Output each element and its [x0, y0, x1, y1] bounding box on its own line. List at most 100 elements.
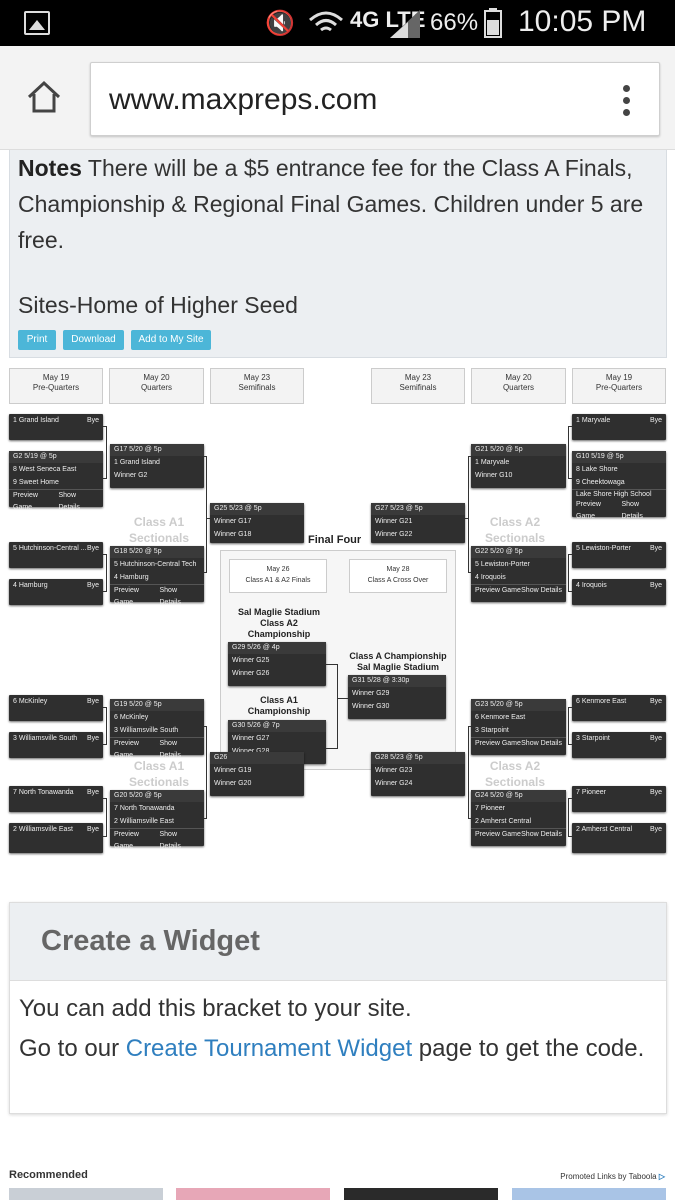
- widget-text: page to get the code.: [412, 1035, 645, 1062]
- battery-icon: [484, 8, 502, 38]
- notes-body: There will be a $5 entrance fee for the …: [18, 155, 644, 253]
- battery-percent: 66%: [430, 9, 479, 36]
- print-button[interactable]: Print: [18, 330, 56, 350]
- bye-slot[interactable]: 5 Hutchinson-Central ...Bye: [9, 542, 103, 568]
- wifi-icon: [309, 11, 343, 32]
- signal-icon: [390, 10, 420, 38]
- preview-game-link[interactable]: Preview Game: [114, 831, 139, 850]
- preview-game-link[interactable]: Preview Game: [13, 492, 38, 511]
- a1-championship-label: Class A1 Championship: [247, 695, 311, 716]
- preview-game-link[interactable]: Preview Game: [475, 587, 521, 594]
- show-details-link[interactable]: Show Details: [521, 587, 562, 594]
- preview-game-link[interactable]: Preview Game: [475, 740, 521, 747]
- recommended-thumbnail[interactable]: [176, 1188, 330, 1200]
- final-four-title: Final Four: [308, 534, 362, 546]
- preview-game-link[interactable]: Preview Game: [576, 501, 601, 520]
- game-card[interactable]: G31 5/28 @ 3:30p Winner G29 Winner G30: [348, 675, 446, 719]
- class-a-championship-label: Class A Championship Sal Maglie Stadium: [349, 651, 447, 672]
- section-label: Class A2 Sectionals: [484, 515, 546, 545]
- section-label: Class A2 Sectionals: [484, 759, 546, 789]
- widget-title: Create a Widget: [41, 925, 260, 957]
- section-label: Class A1 Sectionals: [128, 515, 190, 545]
- section-label: Class A1 Sectionals: [128, 759, 190, 789]
- mute-icon: 🔇: [265, 10, 295, 37]
- notes-panel: Notes There will be a $5 entrance fee fo…: [9, 150, 667, 358]
- notes-text: Notes There will be a $5 entrance fee fo…: [18, 150, 663, 258]
- gallery-icon: [24, 11, 50, 35]
- game-card[interactable]: G21 5/20 @ 5p 1 Maryvale Winner G10: [471, 444, 566, 488]
- recommended-thumbnail[interactable]: [512, 1188, 666, 1200]
- game-card[interactable]: G25 5/23 @ 5p Winner G17 Winner G18: [210, 503, 304, 543]
- game-card[interactable]: G23 5/20 @ 5p 6 Kenmore East 3 Starpoint…: [471, 699, 566, 755]
- sites-text: Sites-Home of Higher Seed: [18, 292, 298, 318]
- show-details-link[interactable]: Show Details: [621, 501, 643, 520]
- clock: 10:05 PM: [518, 5, 647, 38]
- widget-body: You can add this bracket to your site. G…: [19, 989, 659, 1069]
- show-details-link[interactable]: Show Details: [521, 740, 562, 747]
- status-bar: 🔇 4G LTE 66% 10:05 PM: [0, 0, 675, 46]
- game-card[interactable]: G2 5/19 @ 5p 8 West Seneca East 9 Sweet …: [9, 451, 103, 511]
- url-text: www.maxpreps.com: [109, 83, 378, 116]
- widget-header: [10, 903, 666, 981]
- widget-text: Go to our: [19, 1035, 126, 1062]
- game-card[interactable]: G20 5/20 @ 5p 7 North Tonawanda 2 Willia…: [110, 790, 204, 850]
- game-card[interactable]: G26 Winner G19 Winner G20: [210, 752, 304, 796]
- recommended-thumbnail[interactable]: [9, 1188, 163, 1200]
- notes-label: Notes: [18, 155, 82, 181]
- recommended-thumbnail[interactable]: [344, 1188, 498, 1200]
- preview-game-link[interactable]: Preview Game: [475, 831, 521, 838]
- download-button[interactable]: Download: [63, 330, 124, 350]
- show-details-link[interactable]: Show Details: [159, 587, 181, 606]
- overflow-menu-icon[interactable]: [623, 85, 631, 119]
- address-bar[interactable]: www.maxpreps.com: [90, 62, 660, 136]
- taboola-credit[interactable]: Promoted Links by Taboola ▷: [560, 1172, 665, 1181]
- game-card[interactable]: G17 5/20 @ 5p 1 Grand Island Winner G2: [110, 444, 204, 488]
- game-card[interactable]: G22 5/20 @ 5p 5 Lewiston-Porter 4 Iroquo…: [471, 546, 566, 602]
- add-to-my-site-button[interactable]: Add to My Site: [131, 330, 211, 350]
- preview-game-link[interactable]: Preview Game: [114, 587, 139, 606]
- create-tournament-widget-link[interactable]: Create Tournament Widget: [125, 1035, 413, 1062]
- show-details-link[interactable]: Show Details: [159, 740, 181, 759]
- browser-toolbar: www.maxpreps.com: [0, 46, 675, 150]
- game-card[interactable]: G29 5/26 @ 4p Winner G25 Winner G26: [228, 642, 326, 686]
- widget-line: You can add this bracket to your site.: [19, 995, 412, 1022]
- preview-game-link[interactable]: Preview Game: [114, 740, 139, 759]
- game-card[interactable]: G24 5/20 @ 5p 7 Pioneer 2 Amherst Centra…: [471, 790, 566, 846]
- show-details-link[interactable]: Show Details: [58, 492, 80, 511]
- a2-championship-label: Sal Maglie Stadium Class A2 Championship: [237, 607, 321, 639]
- recommended-heading: Recommended: [9, 1169, 88, 1181]
- game-card[interactable]: G18 5/20 @ 5p 5 Hutchinson-Central Tech …: [110, 546, 204, 606]
- taboola-icon: ▷: [658, 1172, 665, 1181]
- game-card[interactable]: G27 5/23 @ 5p Winner G21 Winner G22: [371, 503, 465, 543]
- show-details-link[interactable]: Show Details: [159, 831, 181, 850]
- show-details-link[interactable]: Show Details: [521, 831, 562, 838]
- game-card[interactable]: G28 5/23 @ 5p Winner G23 Winner G24: [371, 752, 465, 796]
- create-widget-panel: Create a Widget You can add this bracket…: [9, 902, 667, 1114]
- home-icon[interactable]: [26, 80, 62, 114]
- game-card[interactable]: G19 5/20 @ 5p 6 McKinley 3 Williamsville…: [110, 699, 204, 759]
- game-card[interactable]: G10 5/19 @ 5p 8 Lake Shore 9 Cheektowaga…: [572, 451, 666, 520]
